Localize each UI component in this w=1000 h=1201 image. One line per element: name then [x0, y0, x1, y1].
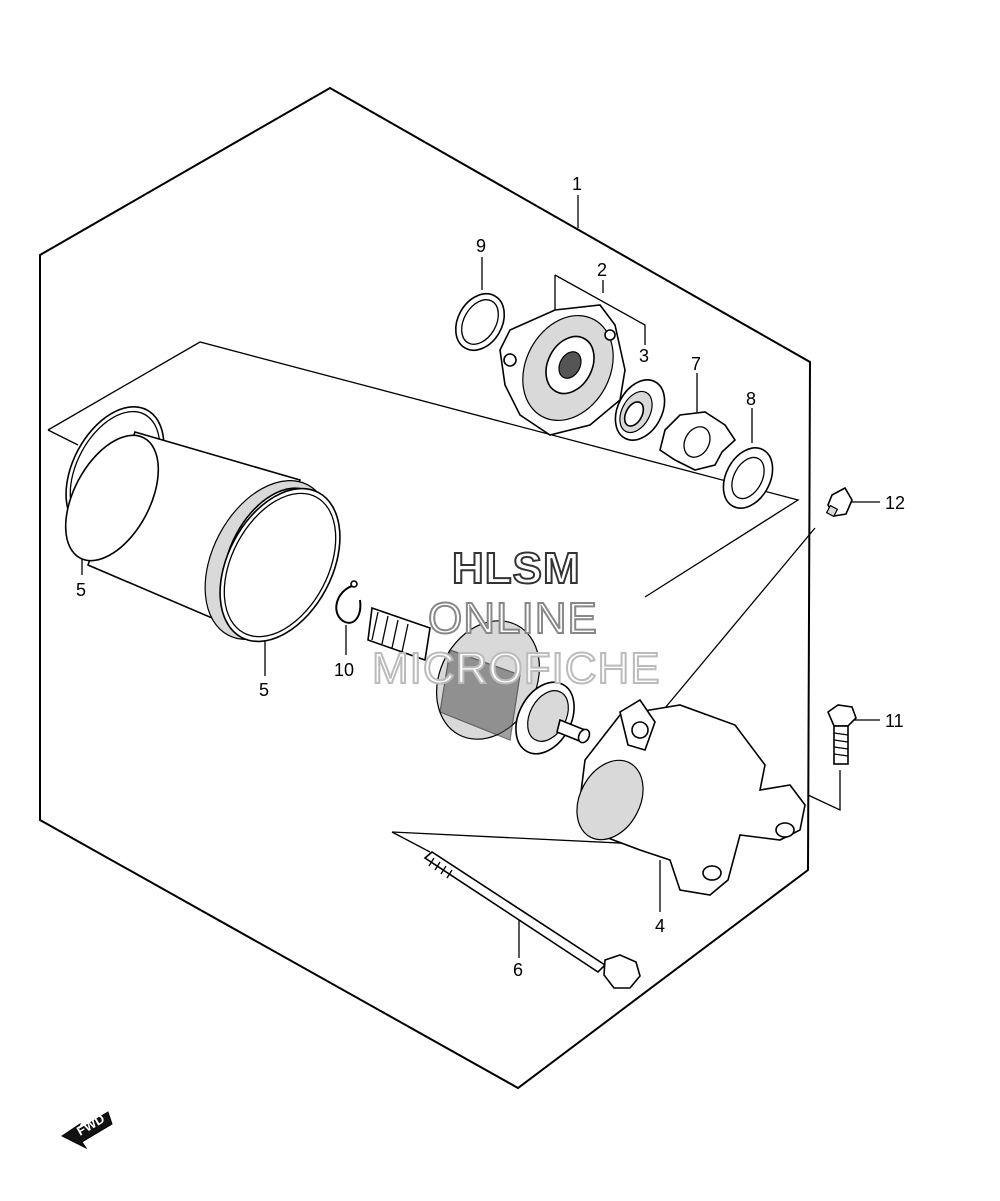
watermark-line-1: HLSM: [452, 544, 581, 593]
callout-5b: 5: [259, 680, 269, 700]
o-ring-5-right: [219, 487, 341, 643]
screw-12: [825, 486, 853, 518]
callout-5a: 5: [76, 580, 86, 600]
callout-9: 9: [476, 236, 486, 256]
front-housing-2: [499, 304, 626, 436]
callout-8: 8: [746, 389, 756, 409]
assembly-boundary: [39, 86, 812, 1090]
armature: [367, 606, 591, 755]
bolt-11: [827, 704, 857, 765]
watermark-line-2: ONLINE: [428, 594, 598, 643]
o-ring-9: [454, 292, 506, 352]
fwd-arrow-icon: FWD: [61, 1111, 113, 1150]
washer-8: [722, 447, 774, 509]
callout-12: 12: [885, 493, 905, 513]
yoke-group-bracket: [47, 341, 800, 598]
oil-seal-3: [614, 379, 666, 441]
callout-3: 3: [639, 346, 649, 366]
lock-washer-7: [659, 411, 737, 471]
callout-10: 10: [334, 660, 354, 680]
callout-2: 2: [597, 260, 607, 280]
circlip-10: [335, 580, 362, 624]
callout-6: 6: [513, 960, 523, 980]
watermark-line-3: MICROFICHE: [372, 644, 661, 693]
callout-11: 11: [885, 711, 904, 731]
callout-1: 1: [572, 174, 582, 194]
through-bolt-6: [423, 851, 641, 989]
callout-7: 7: [691, 354, 701, 374]
callout-4: 4: [655, 916, 665, 936]
rear-housing-4: [576, 698, 806, 896]
